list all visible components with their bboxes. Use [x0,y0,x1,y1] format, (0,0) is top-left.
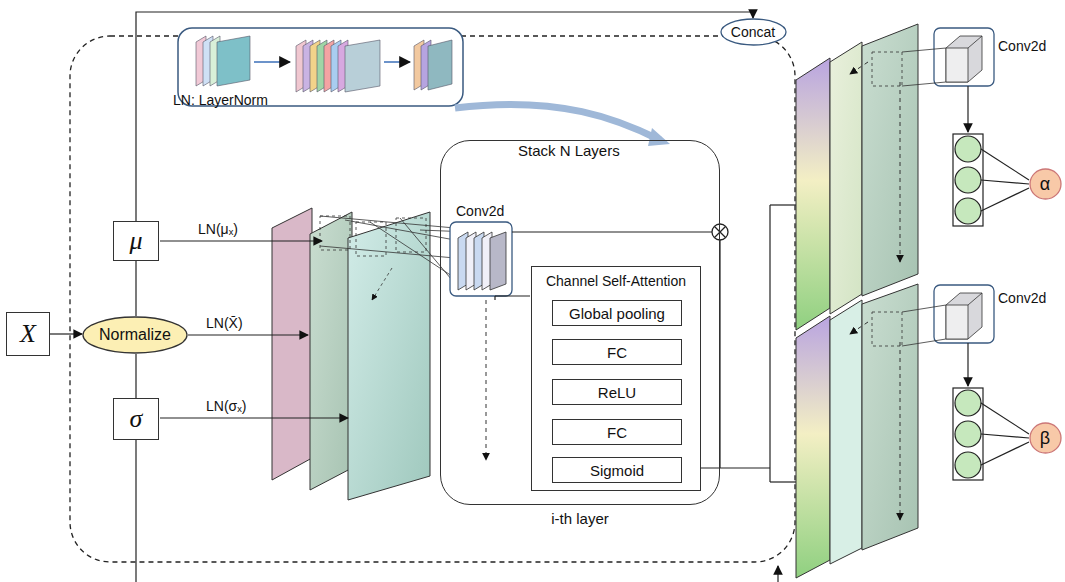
node-text: ReLU [598,384,636,401]
node-text: α [1040,174,1050,195]
node-text: β [1040,428,1050,449]
node-text: FC [607,424,627,441]
connector [135,261,136,316]
connector [135,354,136,398]
beta-circle: β [1029,422,1062,454]
concat-bubble: Concat [720,18,787,46]
label-text: Conv2d [998,38,1046,54]
normalize-ellipse: Normalize [82,316,188,354]
node-text: X [20,319,36,349]
alpha-circle: α [1029,168,1062,200]
node-text: σ [130,404,143,434]
process-box: Global pooling [552,300,682,326]
process-box: FC [552,339,682,365]
label-text: LN(μₓ) [198,221,238,237]
std-box: σ [113,398,159,440]
node-text: i-th layer [441,510,719,527]
label-text: LN: LayerNorm [173,92,268,108]
node-text: Channel Self-Attention [546,273,686,289]
node-text: Global pooling [569,305,665,322]
connector [50,333,82,334]
label-text: Stack N Layers [518,142,620,159]
process-box: Sigmoid [552,457,682,483]
process-box: FC [552,419,682,445]
label-text: Conv2d [456,203,504,219]
label-text: Conv2d [998,290,1046,306]
node-text: Normalize [99,326,171,344]
attention-box: Channel Self-AttentionGlobal poolingFC Re… [531,266,701,491]
node-text: FC [607,344,627,361]
connector [136,12,753,221]
process-box: ReLU [552,379,682,405]
mean-box: μ [113,221,159,261]
node-text: Sigmoid [590,462,644,479]
node-text: Concat [731,24,775,40]
node-text: μ [129,226,142,256]
input-box: X [6,312,50,356]
label-text: LN(σₓ) [206,398,246,414]
layer-box: i-th layerChannel Self-AttentionGlobal p… [440,140,720,505]
label-text: LN(X̄) [206,315,243,331]
